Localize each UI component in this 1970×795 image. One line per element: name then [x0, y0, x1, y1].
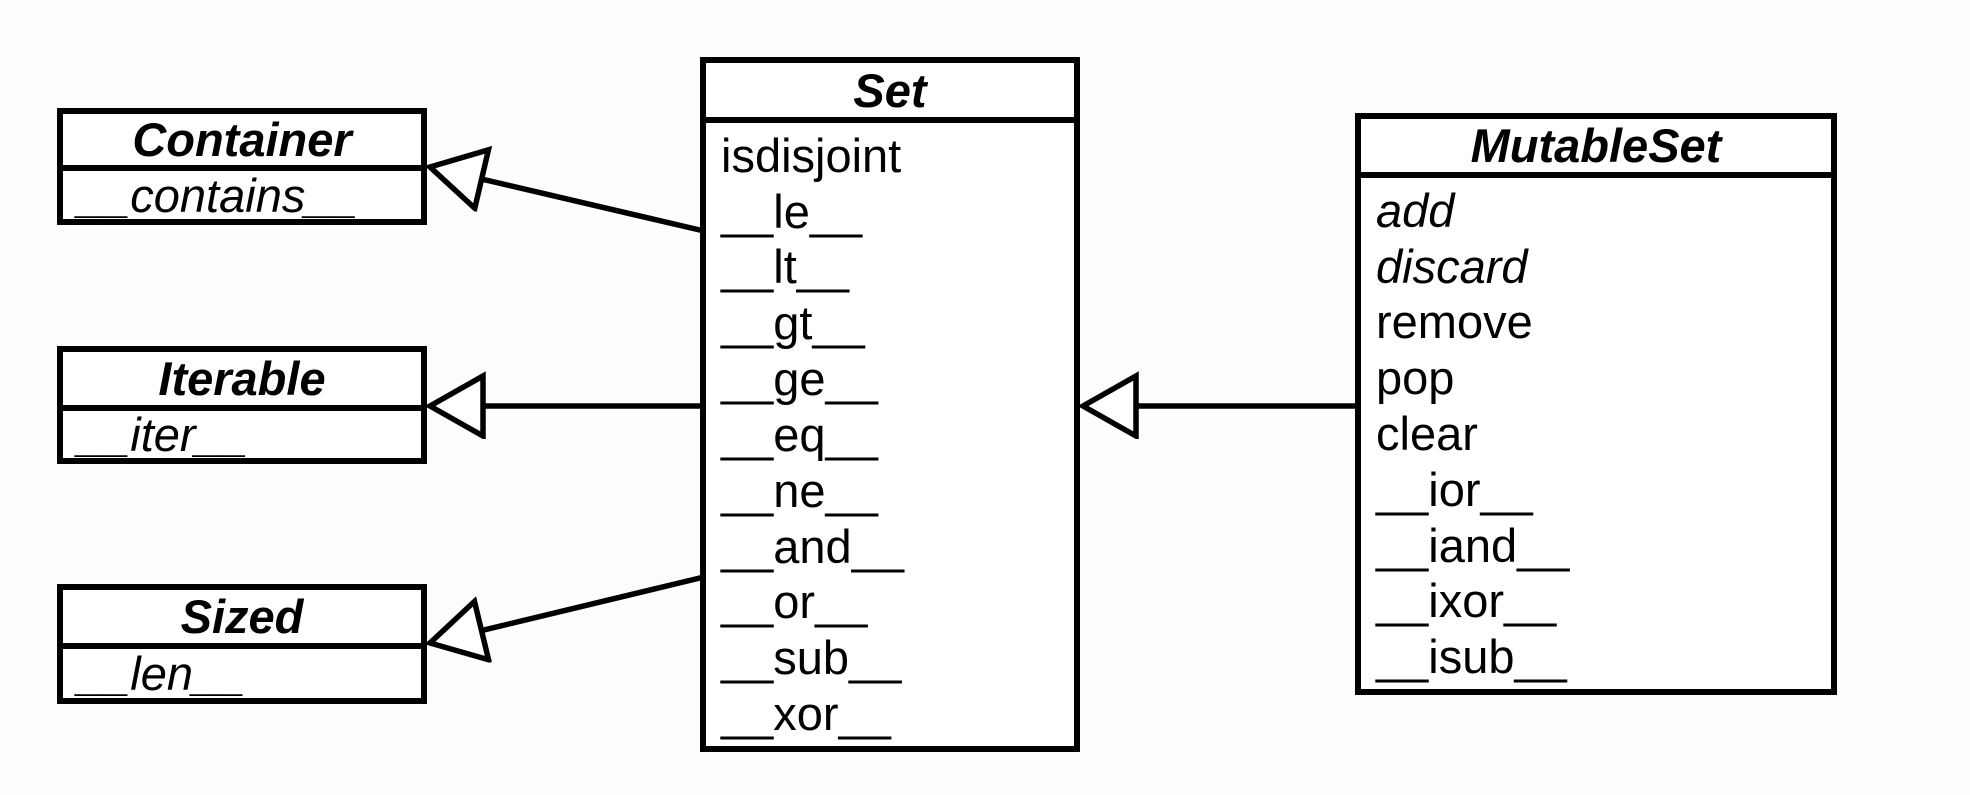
member-ne: __ne__: [721, 463, 878, 517]
member-sub: __sub__: [721, 631, 902, 685]
member-ixor: __ixor__: [1376, 574, 1557, 628]
class-members-container: __contains__: [63, 171, 421, 219]
member-and: __and__: [721, 519, 904, 573]
class-members-iterable: __iter__: [63, 411, 421, 458]
class-title-sized: Sized: [63, 590, 421, 649]
class-title-mutableset: MutableSet: [1361, 119, 1831, 178]
class-title-container: Container: [63, 113, 421, 171]
class-title-iterable: Iterable: [63, 352, 421, 411]
member-le: __le__: [721, 184, 863, 238]
member-discard: discard: [1376, 239, 1528, 293]
member-iand: __iand__: [1376, 518, 1570, 572]
member-len: __len__: [78, 647, 246, 700]
member-contains: __contains__: [78, 168, 358, 222]
class-title-set: Set: [706, 63, 1074, 123]
member-lt: __lt__: [721, 240, 850, 294]
member-eq: __eq__: [721, 407, 878, 461]
member-remove: remove: [1376, 295, 1533, 349]
member-ior: __ior__: [1376, 462, 1533, 516]
class-box-container: Container __contains__: [57, 108, 427, 225]
class-members-sized: __len__: [63, 649, 421, 698]
inheritance-arrow-set-to-container: [430, 167, 705, 234]
member-isdisjoint: isdisjoint: [721, 128, 902, 182]
class-members-set: isdisjoint __le__ __lt__ __gt__ __ge__ _…: [706, 123, 1074, 746]
member-xor: __xor__: [721, 687, 891, 741]
member-clear: clear: [1376, 406, 1478, 460]
inheritance-arrow-set-to-sized: [430, 574, 705, 643]
member-iter: __iter__: [78, 408, 248, 461]
member-gt: __gt__: [721, 296, 865, 350]
class-box-iterable: Iterable __iter__: [57, 346, 427, 464]
class-box-sized: Sized __len__: [57, 584, 427, 704]
member-ge: __ge__: [721, 352, 878, 406]
class-box-mutableset: MutableSet add discard remove pop clear …: [1355, 113, 1837, 695]
member-or: __or__: [721, 575, 868, 629]
member-isub: __isub__: [1376, 630, 1567, 684]
member-add: add: [1376, 183, 1455, 237]
member-pop: pop: [1376, 351, 1455, 405]
class-box-set: Set isdisjoint __le__ __lt__ __gt__ __ge…: [700, 57, 1080, 752]
class-members-mutableset: add discard remove pop clear __ior__ __i…: [1361, 178, 1831, 689]
